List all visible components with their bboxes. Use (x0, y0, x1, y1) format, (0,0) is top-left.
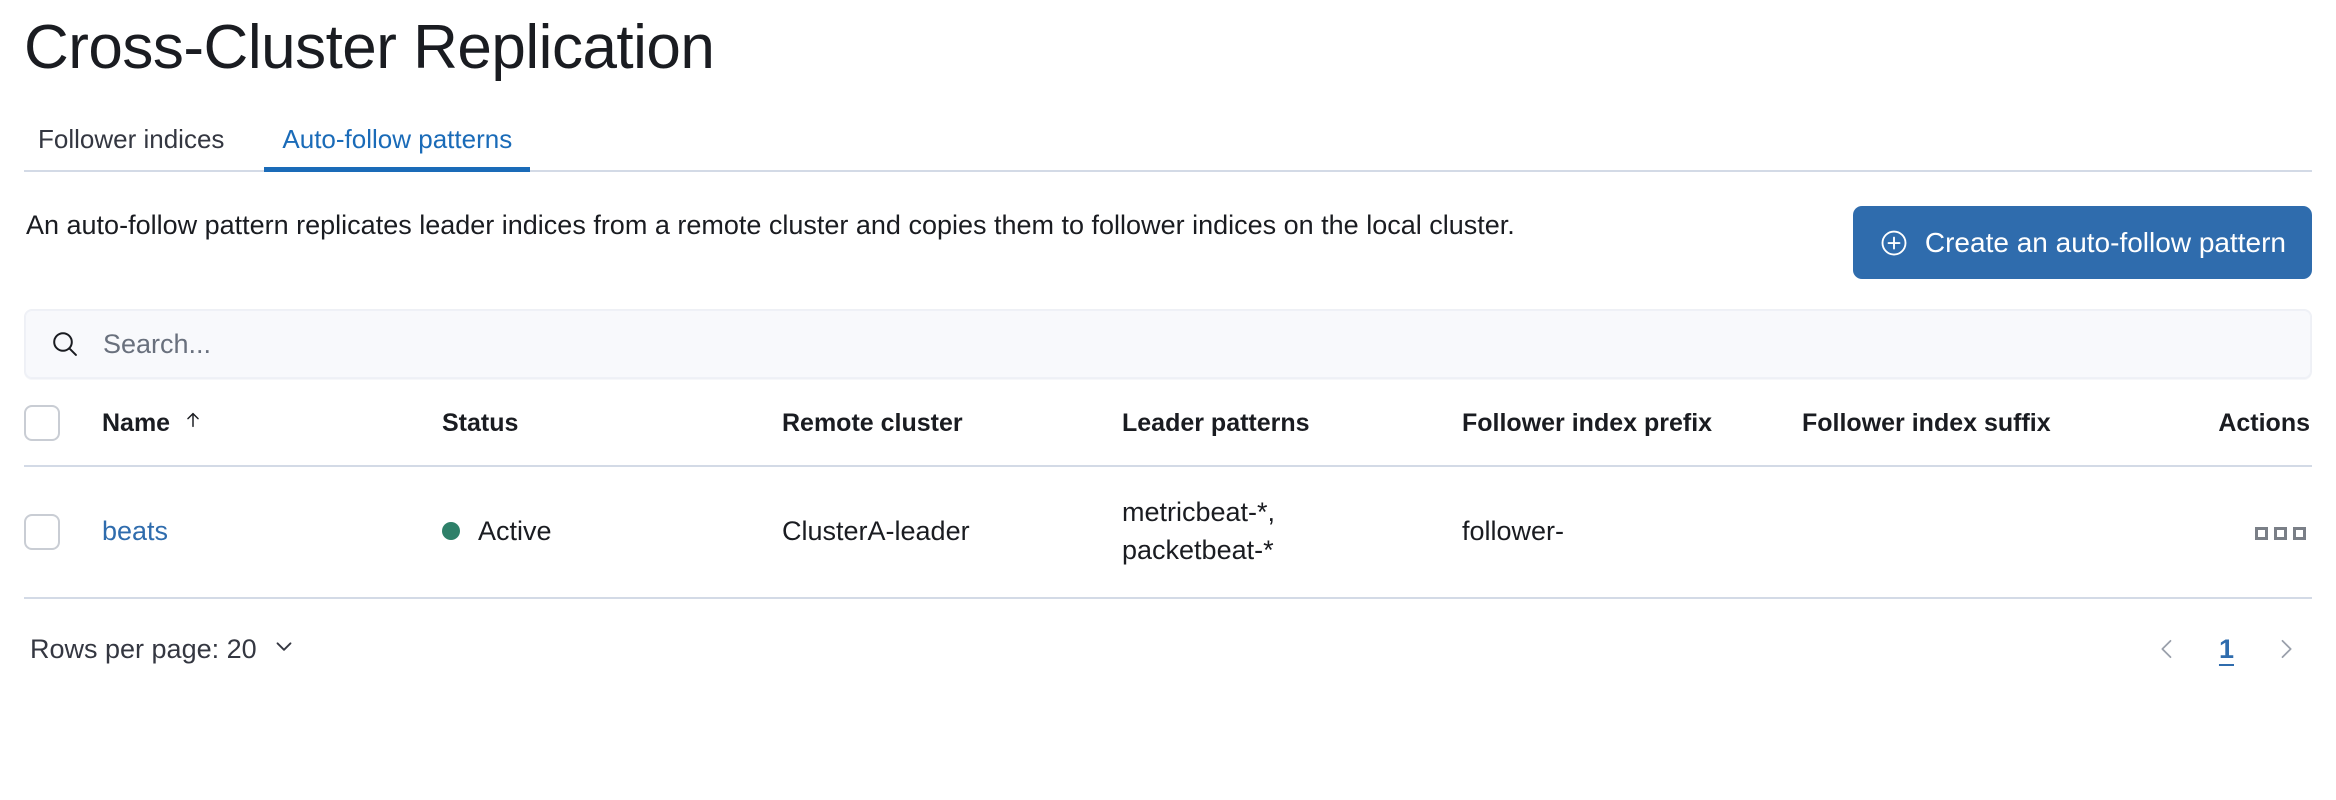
create-button-label: Create an auto-follow pattern (1924, 226, 2286, 258)
chevron-down-icon (271, 633, 297, 666)
column-header-name[interactable]: Name (102, 405, 442, 466)
select-all-checkbox[interactable] (24, 405, 60, 441)
search-input[interactable] (25, 310, 2311, 378)
next-page-button[interactable] (2266, 631, 2306, 667)
cell-remote-cluster: ClusterA-leader (782, 516, 970, 546)
status-label: Active (478, 516, 552, 546)
cell-actions (2182, 466, 2312, 598)
status-dot-icon (442, 522, 460, 540)
column-header-leader-patterns[interactable]: Leader patterns (1122, 408, 1310, 437)
search-icon (49, 328, 81, 360)
table-footer: Rows per page: 20 1 (24, 631, 2312, 667)
column-header-status[interactable]: Status (442, 408, 519, 437)
actions-dot-2 (2274, 527, 2287, 540)
arrow-up-icon (182, 409, 204, 438)
column-header-remote-cluster[interactable]: Remote cluster (782, 408, 963, 437)
previous-page-button[interactable] (2147, 631, 2187, 667)
column-header-actions: Actions (2218, 408, 2310, 437)
pagination: 1 (2147, 631, 2306, 667)
table-row: beats Active ClusterA-leader metricbeat-… (24, 466, 2312, 598)
status-badge: Active (442, 512, 552, 550)
table-header: Name Status Remote cluster Leader patter… (24, 405, 2312, 466)
actions-dot-1 (2255, 527, 2268, 540)
tab-auto-follow-patterns[interactable]: Auto-follow patterns (264, 124, 531, 172)
create-auto-follow-pattern-button[interactable]: Create an auto-follow pattern (1852, 206, 2312, 279)
rows-per-page-selector[interactable]: Rows per page: 20 (30, 633, 297, 666)
cell-name: beats (102, 466, 442, 598)
rows-per-page-label: Rows per page: 20 (30, 633, 257, 664)
search-bar[interactable] (24, 309, 2312, 379)
tab-follower-indices[interactable]: Follower indices (20, 124, 242, 170)
page-title: Cross-Cluster Replication (24, 13, 715, 82)
row-checkbox[interactable] (24, 514, 60, 551)
cell-follower-index-suffix (1802, 466, 2182, 598)
cell-status: Active (442, 466, 782, 598)
page-number-1[interactable]: 1 (2213, 634, 2240, 665)
cell-leader-patterns: metricbeat-*, packetbeat-* (1122, 466, 1462, 598)
select-all-header (24, 405, 102, 466)
ellipsis-actions-icon[interactable] (2251, 523, 2310, 544)
auto-follow-pattern-link[interactable]: beats (102, 516, 169, 546)
actions-dot-3 (2293, 527, 2306, 540)
chevron-right-icon (2272, 635, 2300, 663)
plus-in-circle-icon (1879, 228, 1909, 258)
row-select-cell (24, 466, 102, 598)
tab-bar: Follower indices Auto-follow patterns (24, 110, 2312, 172)
cell-follower-index-prefix: follower- (1462, 516, 1565, 546)
table-body: beats Active ClusterA-leader metricbeat-… (24, 466, 2312, 598)
auto-follow-patterns-table: Name Status Remote cluster Leader patter… (24, 405, 2312, 599)
column-header-name-label: Name (102, 408, 171, 437)
sort-by-name[interactable]: Name (102, 409, 204, 438)
column-header-follower-index-suffix[interactable]: Follower index suffix (1802, 408, 2051, 437)
table-header-row: Name Status Remote cluster Leader patter… (24, 405, 2312, 466)
column-header-follower-index-prefix[interactable]: Follower index prefix (1462, 408, 1713, 437)
leader-patterns-value: metricbeat-*, packetbeat-* (1122, 497, 1276, 565)
page-description: An auto-follow pattern replicates leader… (26, 210, 1515, 240)
description-row: An auto-follow pattern replicates leader… (24, 202, 2312, 279)
chevron-left-icon (2153, 635, 2181, 663)
